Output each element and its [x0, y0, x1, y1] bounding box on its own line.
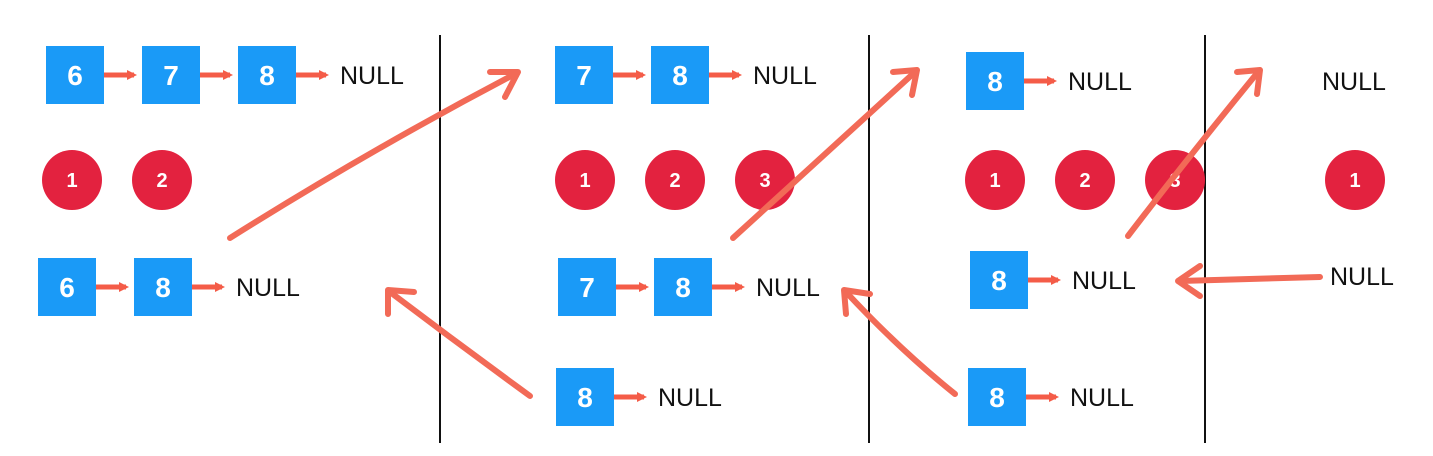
list-node-box: [968, 368, 1026, 426]
list-node-value: 7: [579, 272, 595, 303]
list-node-box: [46, 46, 104, 104]
step-circle: [965, 150, 1025, 210]
list-node-value: 8: [675, 272, 691, 303]
sketch-arrows-layer: [227, 67, 1323, 399]
sketch-arrow-p1-down-head: [385, 287, 417, 317]
list-node-value: 8: [577, 382, 593, 413]
list-node-box: [238, 46, 296, 104]
list-node-value: 8: [259, 60, 275, 91]
list-node-box: [654, 258, 712, 316]
step-number: 3: [759, 170, 770, 192]
list-node-value: 8: [987, 66, 1003, 97]
list-p2-2: 7 8 NULL: [558, 258, 820, 316]
list-node-box: [134, 258, 192, 316]
step-circle: [555, 150, 615, 210]
list-p1-2: 6 8 NULL: [38, 258, 300, 316]
step-circle: [645, 150, 705, 210]
sketch-arrow-p2-down-head: [841, 287, 873, 317]
list-node-box: [555, 46, 613, 104]
list-node-value: 8: [989, 382, 1005, 413]
list-node-box: [142, 46, 200, 104]
list-node-box: [38, 258, 96, 316]
null-label: NULL: [236, 274, 300, 302]
step-number: 1: [66, 170, 77, 192]
step-number: 1: [1349, 170, 1360, 192]
step-circle: [42, 150, 102, 210]
list-node-value: 8: [672, 60, 688, 91]
step-number: 2: [1079, 170, 1090, 192]
list-p4-1: NULL: [1322, 68, 1386, 96]
sketch-arrow-p3-up: [1125, 69, 1261, 239]
list-node-value: 8: [991, 265, 1007, 296]
sketch-arrow-p1-up: [227, 71, 518, 241]
null-label: NULL: [753, 62, 817, 90]
sketch-arrow-p2-down: [843, 289, 958, 397]
step-number: 3: [1169, 170, 1180, 192]
list-p2-1: 7 8 NULL: [555, 46, 817, 104]
list-node-value: 7: [576, 60, 592, 91]
null-label: NULL: [340, 62, 404, 90]
list-node-value: 7: [163, 60, 179, 91]
step-number: 1: [989, 170, 1000, 192]
sketch-arrow-p1-down: [387, 289, 533, 399]
list-p1-1: 6 7 8 NULL: [46, 46, 404, 104]
step-number: 2: [156, 170, 167, 192]
list-node-value: 6: [59, 272, 75, 303]
list-node-box: [556, 368, 614, 426]
null-label: NULL: [756, 274, 820, 302]
null-label: NULL: [658, 384, 722, 412]
list-node-box: [970, 251, 1028, 309]
sketch-arrow-p2-up-head: [890, 67, 920, 98]
null-label: NULL: [1072, 267, 1136, 295]
step-circle: [132, 150, 192, 210]
list-node-value: 8: [155, 272, 171, 303]
step-number: 2: [669, 170, 680, 192]
list-node-box: [651, 46, 709, 104]
step-circle: [1055, 150, 1115, 210]
list-node-value: 6: [67, 60, 83, 91]
list-p4-2: NULL: [1330, 263, 1394, 291]
step-number: 1: [579, 170, 590, 192]
list-p3-3: 8 NULL: [968, 368, 1134, 426]
sketch-arrow-p1-up-head: [487, 69, 521, 100]
list-p3-1: 8 NULL: [966, 52, 1132, 110]
null-label: NULL: [1070, 384, 1134, 412]
sketch-arrow-p3-up-head: [1234, 67, 1263, 97]
null-label: NULL: [1322, 68, 1386, 96]
step-circle: [1325, 150, 1385, 210]
list-node-box: [966, 52, 1024, 110]
circles-layer: 1 2 1 2 3 1 2 3 1: [42, 150, 1385, 210]
sketch-arrow-p2-up: [730, 69, 918, 241]
null-label: NULL: [1330, 263, 1394, 291]
list-node-box: [558, 258, 616, 316]
sketch-arrow-p3-left: [1177, 274, 1323, 284]
list-p2-3: 8 NULL: [556, 368, 722, 426]
list-p3-2: 8 NULL: [970, 251, 1136, 309]
null-label: NULL: [1068, 68, 1132, 96]
sketch-arrow-p3-left-head: [1175, 263, 1203, 299]
